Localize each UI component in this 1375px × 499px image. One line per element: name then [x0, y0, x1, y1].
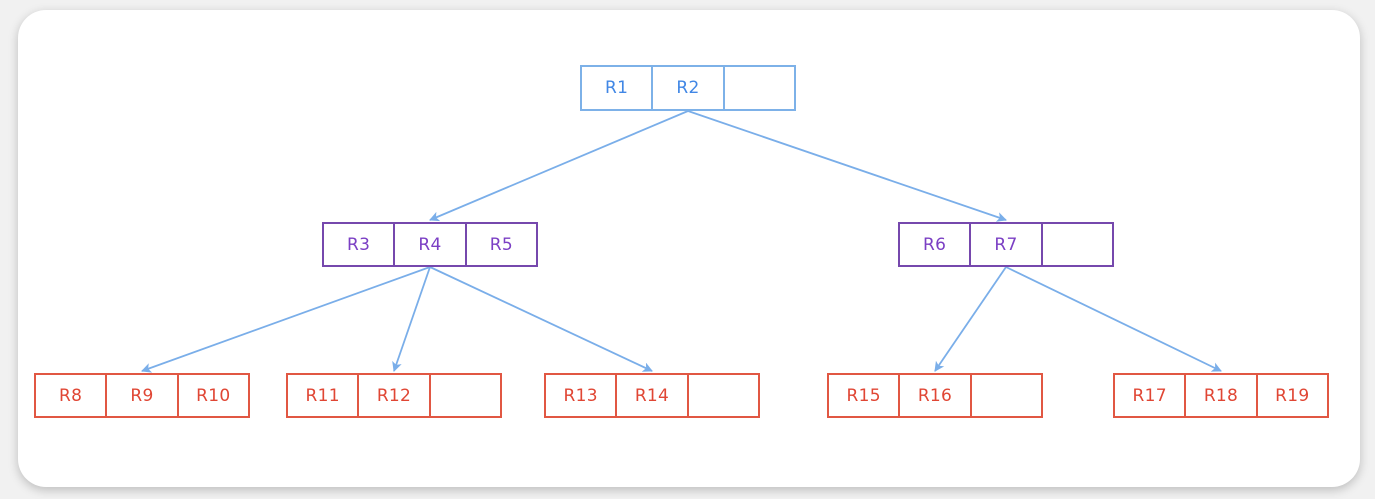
node-cell: R11: [305, 385, 340, 406]
node-cell: R17: [1132, 385, 1167, 406]
node-cell-empty: [428, 375, 500, 416]
node-cell: R12: [357, 375, 428, 416]
node-cell: R3: [347, 234, 371, 255]
node-cell-empty: [969, 375, 1041, 416]
rtree-leaf-node-4: R15 R16: [827, 373, 1043, 418]
node-cell-empty: [686, 375, 758, 416]
rtree-leaf-node-3: R13 R14: [544, 373, 760, 418]
node-cell: R5: [464, 224, 536, 265]
node-cell-empty: [722, 67, 794, 109]
node-cell: R10: [176, 375, 248, 416]
node-cell: R19: [1255, 375, 1327, 416]
rtree-root-node: R1 R2: [580, 65, 796, 111]
node-cell-empty: [1040, 224, 1112, 265]
rtree-leaf-node-2: R11 R12: [286, 373, 502, 418]
rtree-leaf-node-1: R8 R9 R10: [34, 373, 250, 418]
node-cell: R6: [923, 234, 947, 255]
rtree-internal-node-left: R3 R4 R5: [322, 222, 538, 267]
node-cell: R15: [846, 385, 881, 406]
node-cell: R14: [615, 375, 686, 416]
node-cell: R1: [605, 78, 629, 98]
node-cell: R4: [393, 224, 464, 265]
node-cell: R8: [59, 385, 83, 406]
node-cell: R2: [651, 67, 722, 109]
node-cell: R9: [105, 375, 176, 416]
node-cell: R13: [563, 385, 598, 406]
node-cell: R18: [1184, 375, 1255, 416]
rtree-leaf-node-5: R17 R18 R19: [1113, 373, 1329, 418]
rtree-internal-node-right: R6 R7: [898, 222, 1114, 267]
node-cell: R16: [898, 375, 969, 416]
node-cell: R7: [969, 224, 1040, 265]
